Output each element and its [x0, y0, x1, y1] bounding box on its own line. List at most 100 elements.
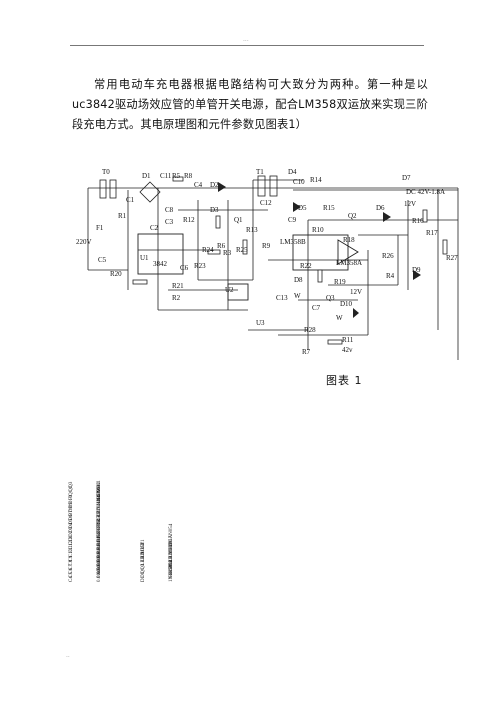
parts-cell: LED — [141, 551, 146, 561]
parts-cell: K1358 — [169, 560, 174, 574]
label-r9: R9 — [262, 242, 271, 250]
label-q1: Q1 — [234, 216, 243, 224]
parts-cell: 9013 — [97, 480, 102, 488]
parts-cell: LED — [169, 555, 174, 565]
parts-cell: FR307 — [97, 510, 102, 524]
parts-cell: C5 — [69, 572, 74, 578]
label-r20: R20 — [110, 270, 122, 278]
parts-cell: 0.01uF — [97, 531, 102, 545]
figure-caption: 图表 1 — [326, 374, 363, 387]
label-c11: C11 — [160, 172, 172, 180]
label-r22: R22 — [300, 262, 312, 270]
label-u2: U2 — [225, 286, 234, 294]
label-r16: R16 — [412, 217, 424, 225]
label-d2: D2 — [210, 181, 219, 189]
label-r8: R8 — [184, 172, 193, 180]
label-r23: R23 — [194, 262, 206, 270]
label-d10: D10 — [340, 300, 353, 308]
label-r18: R18 — [343, 236, 355, 244]
parts-cell: FR307 — [97, 515, 102, 529]
label-d4: D4 — [288, 168, 297, 176]
label-r25: R25 — [236, 246, 248, 254]
label-42v: 42v — [342, 346, 353, 354]
parts-cell: 9012 — [97, 481, 102, 492]
parts-cell: Q3 — [141, 563, 146, 570]
parts-cell: 1N4007*4 — [169, 560, 174, 582]
parts-cell: D5 — [69, 518, 74, 525]
label-c1: C1 — [126, 196, 135, 204]
label-c13: C13 — [276, 294, 288, 302]
parts-cell: C13 — [69, 536, 74, 545]
label-lm358a: LM358A — [336, 259, 362, 267]
label-dc-out: DC 42V-1.8A — [406, 188, 445, 196]
label-r28: R28 — [304, 326, 316, 334]
parts-cell: 1N4007*4 — [97, 519, 102, 541]
label-r21: R21 — [172, 282, 184, 290]
parts-cell: 0.01uF — [97, 568, 102, 582]
label-c12: C12 — [260, 199, 272, 207]
label-d6: D6 — [376, 204, 385, 212]
label-c3: C3 — [165, 218, 174, 226]
parts-cell: 0.01uF — [97, 551, 102, 565]
label-r26: R26 — [382, 252, 394, 260]
parts-cell: C9 — [69, 555, 74, 561]
parts-cell: TGAN054 — [169, 523, 174, 545]
header-rule — [70, 45, 424, 46]
parts-cell: D4 — [69, 522, 74, 529]
parts-cell: 0.01uF — [97, 555, 102, 569]
label-r24: R24 — [202, 246, 214, 254]
parts-cell: C6 — [69, 567, 74, 573]
label-u1: U1 — [140, 254, 149, 262]
label-u3: U3 — [256, 319, 265, 327]
label-12v-top: 12V — [404, 200, 416, 208]
label-c9: C9 — [288, 216, 297, 224]
label-w-2: W — [336, 314, 343, 322]
parts-cell: D10 — [69, 495, 74, 504]
label-t1: T1 — [256, 168, 264, 176]
label-q3: Q3 — [326, 294, 335, 302]
label-f1: F1 — [96, 224, 104, 232]
label-d5: D5 — [298, 204, 307, 212]
parts-cell: LED — [141, 555, 146, 565]
parts-cell: LED — [97, 510, 102, 520]
parts-cell: D6 — [69, 514, 74, 521]
parts-cell: D3 — [69, 526, 74, 533]
parts-cell: C7 — [69, 563, 74, 569]
parts-cell: 2N60 — [97, 484, 102, 496]
parts-cell: 0.01uF — [97, 560, 102, 574]
label-r13: R13 — [246, 226, 258, 234]
label-c7: C7 — [312, 304, 321, 312]
parts-cell: PC817 — [169, 535, 174, 549]
label-w: W — [294, 292, 301, 300]
parts-cell: 9013 — [169, 559, 174, 570]
parts-cell: D2 — [69, 530, 74, 537]
parts-cell: U3 — [141, 547, 146, 554]
label-r1: R1 — [118, 212, 127, 220]
parts-cell: FR158 — [169, 564, 174, 578]
parts-cell: 0.01uF — [97, 539, 102, 553]
parts-cell: 0.01uF — [97, 535, 102, 549]
parts-cell: F1 — [69, 494, 74, 500]
label-r7: R7 — [302, 348, 311, 356]
parts-cell: U2 — [141, 543, 146, 550]
label-r6: R6 — [217, 242, 226, 250]
parts-cell: Q1 — [141, 567, 146, 574]
parts-cell: 0.01uF — [97, 564, 102, 578]
label-r10: R10 — [312, 226, 324, 234]
parts-cell: 1.5A — [97, 490, 102, 500]
parts-cell: C10 — [69, 549, 74, 558]
label-lm358b: LM358B — [280, 238, 306, 246]
parts-cell: 1N4148 — [97, 496, 102, 513]
parts-cell: T1 — [141, 539, 146, 545]
body-paragraph: 常用电动车充电器根据电路结构可大致分为两种。第一种是以uc3842驱动场效应管的… — [72, 78, 428, 132]
parts-cell: FR107 — [97, 519, 102, 533]
label-220v: 220V — [76, 238, 92, 246]
label-12v-mid: 12V — [350, 288, 362, 296]
parts-cell: C8 — [69, 559, 74, 565]
parts-cell: LM358 — [141, 542, 146, 558]
label-r3: R3 — [223, 249, 232, 257]
label-d8: D8 — [294, 276, 303, 284]
label-q2: Q2 — [348, 212, 357, 220]
label-c6: C6 — [180, 264, 189, 272]
parts-cell: 0.01uF — [97, 547, 102, 561]
